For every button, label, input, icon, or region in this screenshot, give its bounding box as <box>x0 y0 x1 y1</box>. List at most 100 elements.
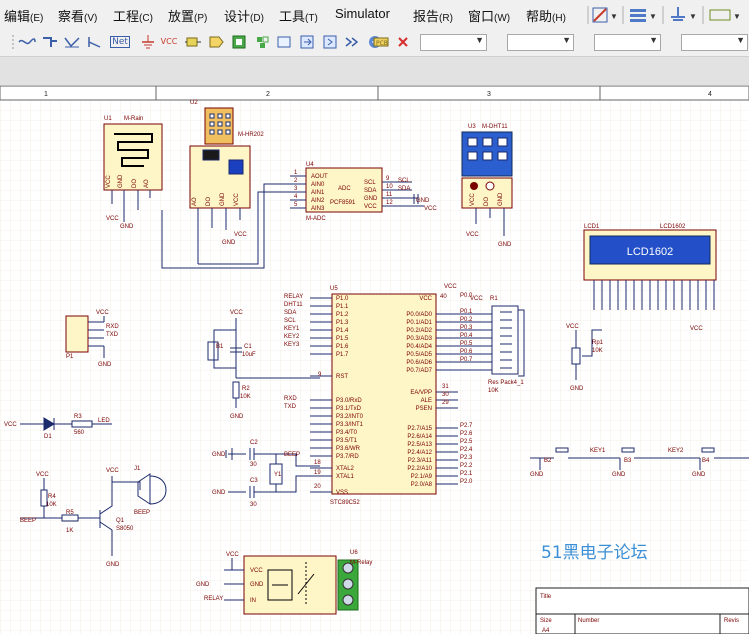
schematic-sheet[interactable]: 1 2 3 4 <box>0 86 749 634</box>
key-buttons[interactable] <box>530 447 749 470</box>
r4-vcc-port: VCC <box>36 472 49 478</box>
u5-ref: U5 <box>330 286 338 292</box>
bus-tool-icon[interactable] <box>40 32 59 51</box>
u2-pin-do: DO <box>206 197 212 206</box>
document-tab-band <box>0 57 749 86</box>
u5-stc89c52-mcu[interactable] <box>331 293 437 495</box>
menu-edit[interactable]: 编辑(E) <box>4 9 44 24</box>
lcd-vcc-port: VCC <box>690 326 703 332</box>
rp1-potentiometer[interactable] <box>571 329 602 380</box>
u2-ref: U2 <box>190 100 198 106</box>
u5-right-pin-14: P2.5/A13 <box>407 442 432 448</box>
r1-ref: R1 <box>490 296 498 302</box>
lcd1602-module[interactable] <box>583 229 717 281</box>
d1-led-circuit[interactable] <box>20 417 112 431</box>
signal-harness-icon[interactable] <box>62 32 81 51</box>
p1-uart-header[interactable] <box>65 315 105 358</box>
u2-pin-gnd: GND <box>220 192 226 206</box>
harness-entry-icon[interactable] <box>297 32 316 51</box>
off-sheet-icon[interactable] <box>343 32 362 51</box>
u3-vcc-port: VCC <box>466 232 479 238</box>
u4-net-scl: SCL <box>398 178 410 184</box>
u4-part: M-ADC <box>306 216 326 222</box>
sheet-select[interactable]: ▼ <box>507 34 574 51</box>
u5-right-net-3: P0.3 <box>460 325 473 331</box>
ruler-col-1: 1 <box>44 91 48 98</box>
port-icon[interactable] <box>320 32 339 51</box>
ground-port-icon[interactable] <box>138 32 157 51</box>
u4-num-10: 10 <box>386 184 393 190</box>
u3-dht11-sensor[interactable] <box>461 131 513 236</box>
wire-tool-icon[interactable] <box>17 32 36 51</box>
titleblock-title: Title <box>540 594 552 600</box>
u2-vcc-port: VCC <box>234 232 247 238</box>
u6-relay-module[interactable] <box>224 555 359 615</box>
key-b2-ref: B2 <box>544 458 552 464</box>
svg-text:▼: ▼ <box>689 12 697 21</box>
u5-num-29: 29 <box>442 400 449 406</box>
u5-right-net-13: P2.6 <box>460 431 473 437</box>
b1-reset-circuit[interactable] <box>207 318 320 408</box>
part-icon[interactable] <box>183 32 202 51</box>
menu-simulator[interactable]: Simulator <box>335 6 390 21</box>
q1-beeper-circuit[interactable] <box>20 473 167 556</box>
u5-left-net-9: RXD <box>284 396 297 402</box>
menu-window[interactable]: 窗口(W) <box>468 9 511 24</box>
menu-report[interactable]: 报告(R) <box>413 9 453 24</box>
u5-left-net-3: SCL <box>284 318 296 324</box>
crystal-circuit[interactable] <box>225 448 320 498</box>
sheet-entry-icon[interactable] <box>229 32 248 51</box>
r4-ref: R4 <box>48 494 56 500</box>
key-b4-ref: B4 <box>702 458 710 464</box>
r1-name: Res Pack4_1 <box>488 380 524 386</box>
u1-rain-sensor[interactable] <box>103 123 163 214</box>
zoom-select[interactable]: ▼ <box>681 34 748 51</box>
right-menu-tools[interactable]: ▼ ▼ ▼ ▼ <box>585 4 749 26</box>
u1-pin-vcc: VCC <box>106 175 112 188</box>
u4-gnd-port: GND <box>416 198 430 204</box>
u5-left-pin-3: P1.3 <box>336 320 349 326</box>
u2-hr202-sensor[interactable] <box>189 107 251 264</box>
u5-right-net-list: P0.0P0.1P0.2P0.3P0.4P0.5P0.6P0.7P2.7P2.6… <box>460 293 473 485</box>
variant-select[interactable]: ▼ <box>594 34 661 51</box>
u4-name: PCF8591 <box>330 200 356 206</box>
net-label-button[interactable]: Net <box>110 35 130 48</box>
u4-num-12: 12 <box>386 200 393 206</box>
r3-net-led: LED <box>98 418 110 424</box>
u5-left-pin-7: P1.7 <box>336 352 349 358</box>
device-sheet-icon[interactable] <box>252 32 271 51</box>
u5-left-pin-0: P1.0 <box>336 296 349 302</box>
menu-tools[interactable]: 工具(T) <box>279 9 318 24</box>
u5-right-pin-7: P0.6/AD6 <box>406 360 432 366</box>
u5-right-pin-19: P2.0/A8 <box>411 482 433 488</box>
menu-place[interactable]: 放置(P) <box>168 9 208 24</box>
u4-pin-sda: SDA <box>364 188 376 194</box>
menu-project[interactable]: 工程(C) <box>113 9 153 24</box>
u5-left-pin-9: P3.0/RxD <box>336 398 362 404</box>
menu-view[interactable]: 察看(V) <box>58 9 98 24</box>
p1-net-txd: TXD <box>106 332 119 338</box>
sheet-symbol-icon[interactable] <box>206 32 225 51</box>
harness-connector-icon[interactable] <box>274 32 293 51</box>
vcc-port-button[interactable]: VCC <box>160 37 178 46</box>
c3-value: 30 <box>250 502 257 508</box>
u5-right-pin-13: P2.6/A14 <box>407 434 432 440</box>
u5-num-40: 40 <box>440 294 447 300</box>
menu-design[interactable]: 设计(D) <box>224 9 264 24</box>
menu-bar: 编辑(E) 察看(V) 工程(C) 放置(P) 设计(D) 工具(T) Simu… <box>0 0 749 30</box>
u4-pcf8591-adc[interactable] <box>290 167 424 213</box>
sheet-ruler: 1 2 3 4 <box>0 86 749 101</box>
u5-left-pin-13: P3.4/T0 <box>336 430 358 436</box>
u5-right-net-17: P2.2 <box>460 463 473 469</box>
svg-text:▼: ▼ <box>649 12 657 21</box>
menu-help[interactable]: 帮助(H) <box>526 9 566 24</box>
compile-mask-icon[interactable]: PCB <box>371 32 390 51</box>
u5-vcc-port: VCC <box>444 284 457 290</box>
r1-value: 10K <box>488 388 499 394</box>
u5-right-net-1: P0.1 <box>460 309 473 315</box>
u5-left-pin-17: XTAL2 <box>336 466 355 472</box>
layer-select[interactable]: ▼ <box>420 34 487 51</box>
titleblock-revision: Revis <box>724 618 739 624</box>
bus-entry-icon[interactable] <box>85 32 104 51</box>
no-erc-icon[interactable] <box>393 32 412 51</box>
